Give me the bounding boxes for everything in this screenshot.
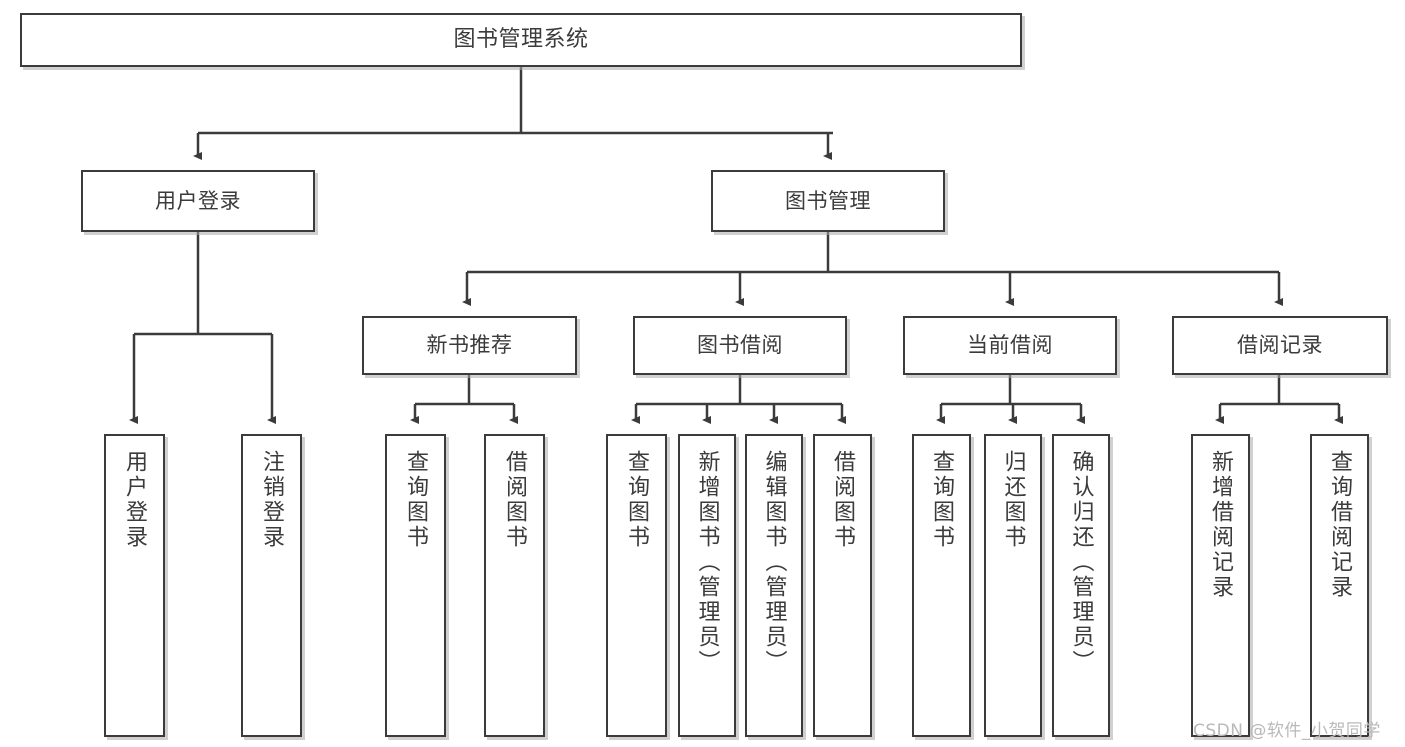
node-leaf-confirm-return-label: 确认归还（管理员） <box>1068 450 1094 675</box>
node-leaf-query-borrow-record-label: 查询借阅记录 <box>1327 450 1353 600</box>
node-borrow-record[interactable]: 借阅记录 <box>1172 316 1388 375</box>
node-leaf-query-book-borrow[interactable]: 查询图书 <box>606 434 667 737</box>
node-leaf-user-logout[interactable]: 注销登录 <box>241 434 302 737</box>
node-leaf-return-book-label: 归还图书 <box>1000 450 1026 550</box>
node-leaf-add-book-label: 新增图书（管理员） <box>694 450 720 675</box>
node-book-borrow[interactable]: 图书借阅 <box>633 316 847 375</box>
node-leaf-borrow-book[interactable]: 借阅图书 <box>813 434 872 737</box>
node-leaf-return-book[interactable]: 归还图书 <box>984 434 1042 737</box>
node-leaf-user-login[interactable]: 用户登录 <box>104 434 165 737</box>
node-new-book-rec[interactable]: 新书推荐 <box>362 316 577 375</box>
node-leaf-borrow-book-label: 借阅图书 <box>830 450 856 550</box>
node-leaf-user-login-label: 用户登录 <box>122 450 148 550</box>
node-book-manage-label: 图书管理 <box>785 188 871 213</box>
node-current-borrow[interactable]: 当前借阅 <box>903 316 1117 375</box>
node-leaf-query-book-rec[interactable]: 查询图书 <box>385 434 446 737</box>
node-new-book-rec-label: 新书推荐 <box>426 333 513 358</box>
node-leaf-query-borrow-record[interactable]: 查询借阅记录 <box>1310 434 1369 737</box>
node-book-manage[interactable]: 图书管理 <box>711 170 945 232</box>
node-leaf-query-book-current[interactable]: 查询图书 <box>912 434 971 737</box>
node-leaf-user-logout-label: 注销登录 <box>259 450 285 550</box>
node-leaf-edit-book-label: 编辑图书（管理员） <box>761 450 787 675</box>
node-leaf-query-book-rec-label: 查询图书 <box>403 450 429 550</box>
node-leaf-add-borrow-record-label: 新增借阅记录 <box>1208 450 1234 600</box>
node-root[interactable]: 图书管理系统 <box>20 13 1022 67</box>
node-leaf-query-book-current-label: 查询图书 <box>929 450 955 550</box>
node-borrow-record-label: 借阅记录 <box>1237 333 1323 358</box>
node-leaf-query-book-borrow-label: 查询图书 <box>624 450 650 550</box>
node-leaf-confirm-return[interactable]: 确认归还（管理员） <box>1052 434 1110 737</box>
node-leaf-borrow-book-rec[interactable]: 借阅图书 <box>484 434 545 737</box>
node-leaf-borrow-book-rec-label: 借阅图书 <box>502 450 528 550</box>
watermark-text: CSDN @软件_小贺同学 <box>1193 721 1381 741</box>
node-leaf-add-borrow-record[interactable]: 新增借阅记录 <box>1191 434 1250 737</box>
node-user-login-label: 用户登录 <box>155 188 241 213</box>
node-user-login[interactable]: 用户登录 <box>81 170 315 232</box>
node-leaf-edit-book[interactable]: 编辑图书（管理员） <box>745 434 803 737</box>
node-leaf-add-book[interactable]: 新增图书（管理员） <box>678 434 736 737</box>
node-current-borrow-label: 当前借阅 <box>967 333 1053 358</box>
node-book-borrow-label: 图书借阅 <box>697 333 783 358</box>
node-root-label: 图书管理系统 <box>453 27 589 53</box>
